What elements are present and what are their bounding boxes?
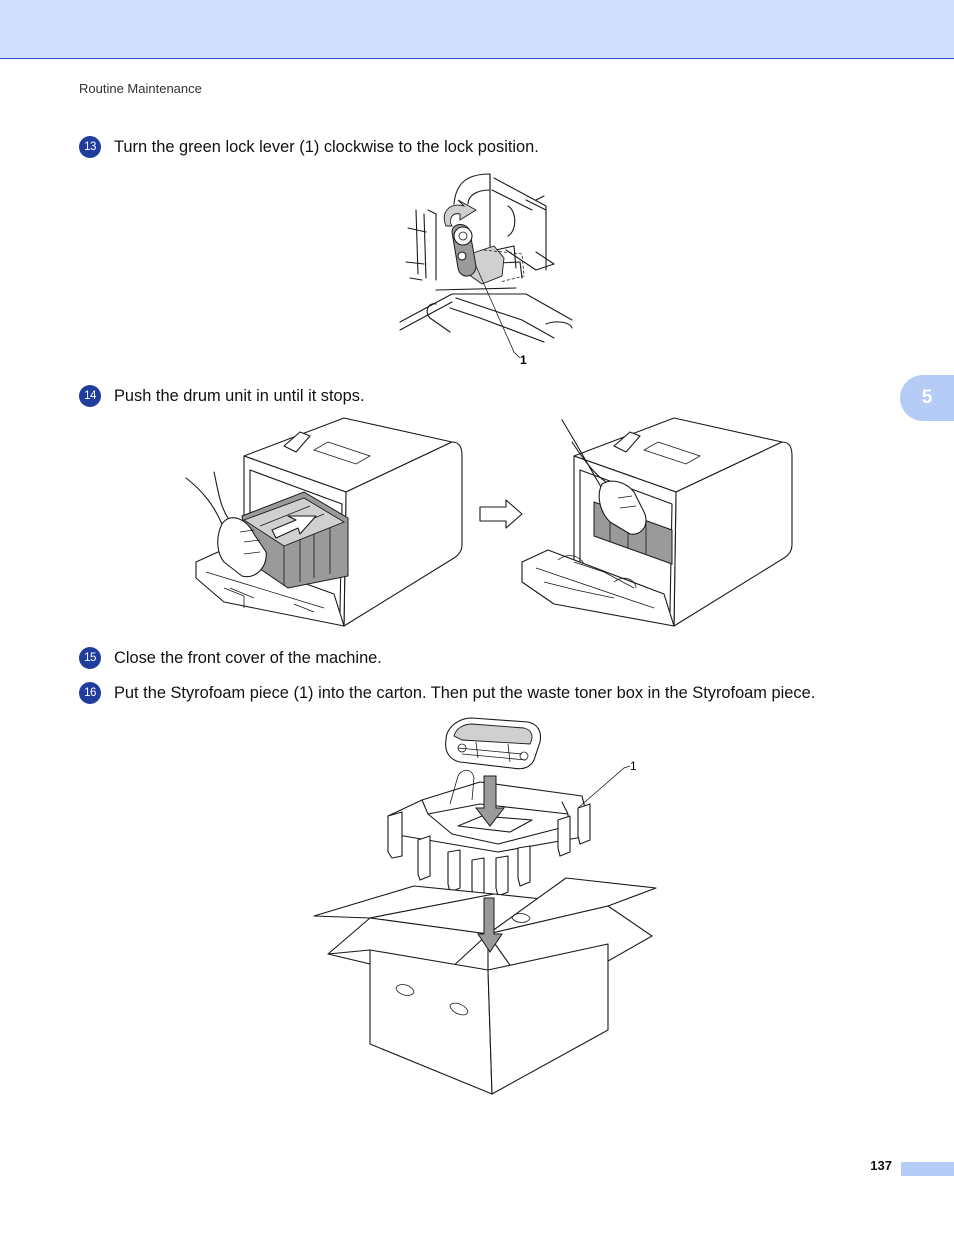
step-number-badge: 16 [79,682,101,704]
footer-bar [901,1162,954,1176]
step-text: Push the drum unit in until it stops. [114,386,365,405]
chapter-tab: 5 [900,375,954,421]
step-14: 14 Push the drum unit in until it stops. [79,385,365,407]
step-text: Turn the green lock lever (1) clockwise … [114,137,539,156]
step-number-badge: 14 [79,385,101,407]
callout-1: 1 [630,759,637,773]
step-text: Close the front cover of the machine. [114,648,382,667]
page-number: 137 [870,1158,892,1173]
step-text: Put the Styrofoam piece (1) into the car… [114,683,816,702]
carton-illustration: 1 [313,717,657,1095]
section-header: Routine Maintenance [79,81,202,96]
drum-push-after-illustration [521,417,793,627]
callout-1: 1 [520,353,527,367]
lock-lever-illustration: 1 [399,173,573,367]
step-13: 13 Turn the green lock lever (1) clockwi… [79,136,539,158]
arrow-right-icon [479,499,523,529]
step-15: 15 Close the front cover of the machine. [79,647,382,669]
step-number-badge: 13 [79,136,101,158]
step-16: 16 Put the Styrofoam piece (1) into the … [79,682,815,704]
header-band [0,0,954,59]
drum-push-before-illustration [185,417,463,627]
step-number-badge: 15 [79,647,101,669]
